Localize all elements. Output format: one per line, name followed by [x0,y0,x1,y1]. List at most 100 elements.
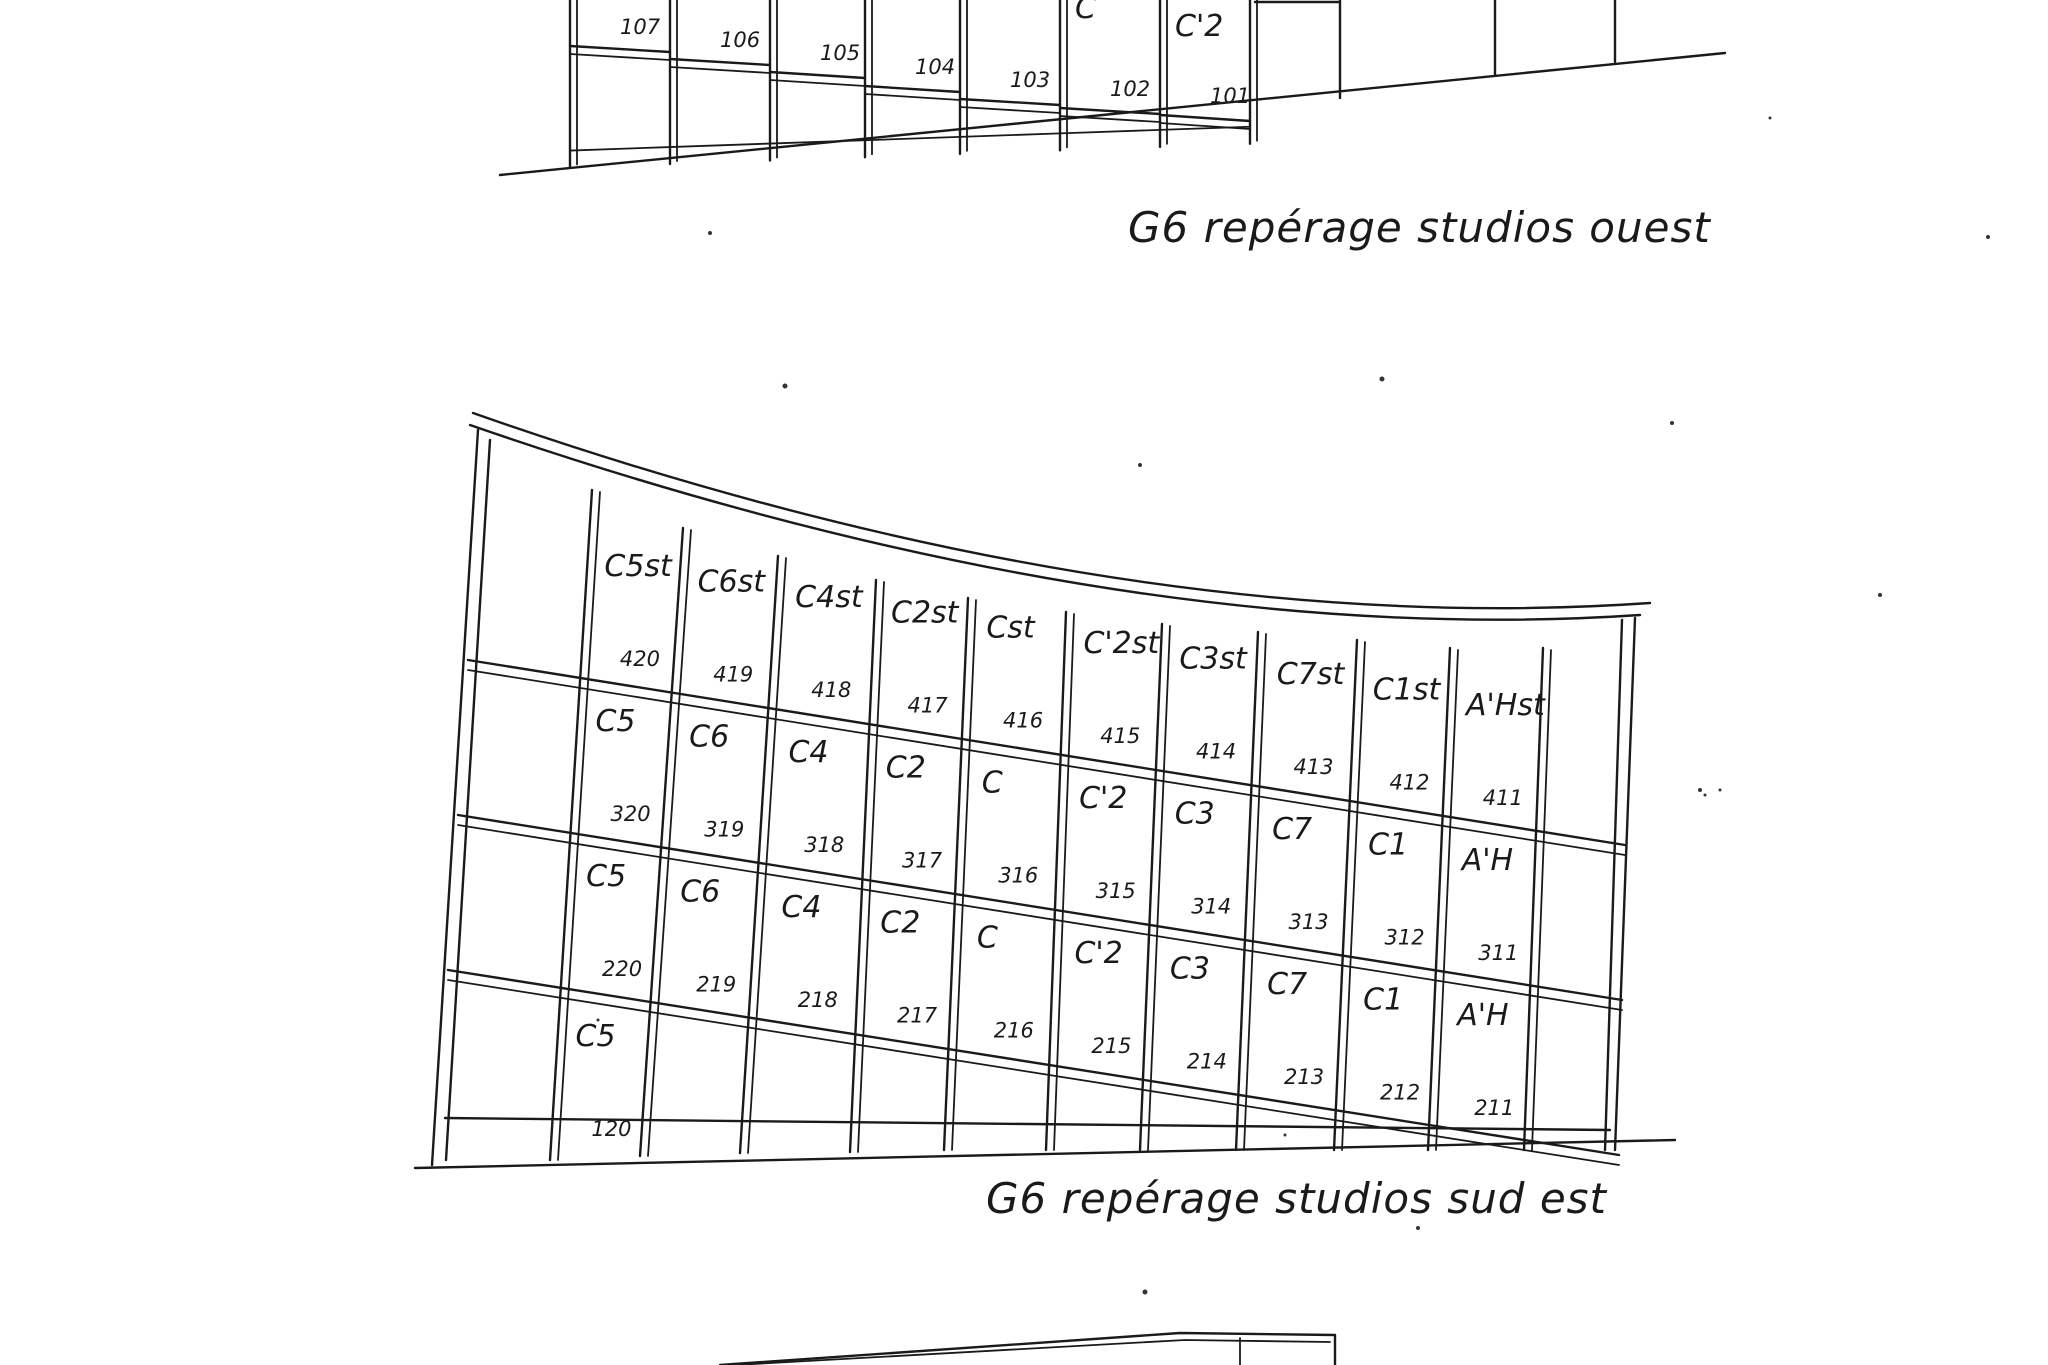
se-studio-code: C6 [689,719,729,754]
west-sill [1059,128,1161,135]
west-right-block [1253,0,1342,100]
se-mullion [548,488,594,1162]
se-right-edge [1613,616,1637,1152]
se-mullion-inner [557,491,601,1161]
se-floor-2-1-inner [447,979,1620,1166]
se-studio-code: C [977,921,998,956]
west-sill [1159,125,1251,131]
se-right-edge-inner [1603,618,1624,1152]
west-transom-inner [669,66,771,74]
se-left-edge-inner [444,438,492,1162]
se-studio-number: 419 [713,662,753,686]
se-mullion [848,578,878,1154]
se-studio-number: 415 [1100,724,1140,748]
west-studio-number: 104 [915,55,955,79]
se-studio-code: C4 [781,890,821,925]
se-left-edge [430,428,480,1167]
west-transom [1058,106,1162,116]
se-studio-code: C4st [795,580,864,615]
se-studio-number: 218 [798,988,838,1012]
se-mullion-inner [1147,625,1171,1151]
caption-west: G6 repérage studios ouest [1128,203,1711,252]
se-mullion-inner [1053,613,1075,1151]
se-studio-code: C5 [586,859,626,894]
se-studio-code: C5st [604,549,673,584]
se-studio-code: A'Hst [1464,688,1546,723]
se-studio-number: 417 [908,693,949,717]
se-studio-number: 215 [1091,1034,1131,1058]
se-studio-code: C1st [1373,673,1442,708]
west-studio-number: 102 [1110,77,1150,101]
se-mullion [942,596,970,1152]
west-transom-inner [864,93,961,101]
west-studio-number: 103 [1010,68,1050,92]
se-studio-code: C6st [698,564,767,599]
se-floor-4-3 [466,658,1627,847]
se-mullion-inner [647,529,692,1157]
se-studio-code: C6 [680,874,720,909]
se-mullion [1522,646,1545,1152]
se-mullion-inner [1341,641,1366,1151]
se-studio-code: C2 [880,905,920,940]
se-studio-number: 319 [704,817,744,841]
west-studio-code: C [1075,0,1096,26]
se-studio-code: C2st [891,595,960,630]
se-studio-code: C3 [1170,952,1210,987]
se-studio-code: C7 [1272,812,1312,847]
west-sill [959,132,1061,138]
se-studio-number: 313 [1289,910,1329,934]
se-mullion [1426,646,1452,1152]
southeast-ground-line [413,1138,1677,1170]
se-mullion [738,554,780,1155]
se-studio-code: C2 [886,750,926,785]
se-studio-number: 413 [1293,755,1333,779]
west-transom [958,97,1062,107]
west-transom [1158,113,1252,123]
bottom-facade-inner-line [734,1339,1331,1365]
se-studio-number: 416 [1003,709,1043,733]
se-studio-code: A'H [1455,998,1508,1033]
se-studio-number: 320 [611,802,651,826]
west-transom [668,57,772,67]
se-mullion-inner [1435,649,1459,1151]
southeast-roof-inner-curve [468,423,1642,621]
se-studio-number: 120 [591,1117,631,1141]
west-sill [569,146,671,152]
se-mullion-inner [857,581,885,1153]
se-studio-number: 316 [998,864,1038,888]
se-mullion [638,526,685,1158]
se-studio-code: C1 [1368,828,1408,863]
west-transom-inner [959,106,1061,114]
west-studio-number: 101 [1210,84,1250,108]
se-studio-code: A'H [1460,843,1513,878]
bottom-facade-outline [718,1331,1337,1365]
se-mullion-inner [1243,633,1267,1151]
west-transom [768,70,867,80]
se-studio-number: 317 [902,848,943,872]
west-transom-inner [1059,115,1161,123]
se-studio-code: C3 [1175,797,1215,832]
se-floor-3-2 [456,813,1624,1002]
caption-southeast: G6 repérage studios sud est [986,1174,1608,1223]
se-studio-number: 414 [1196,740,1236,764]
se-floor-3-2-inner [457,824,1623,1011]
se-mullion [1138,622,1164,1152]
scan-specks [596,116,1990,1295]
se-studio-number: 213 [1284,1065,1324,1089]
se-studio-number: 211 [1474,1096,1514,1120]
west-studio-number: 105 [820,41,860,65]
se-mullion-inner [951,599,977,1151]
west-transom-inner [769,79,866,87]
southeast-roof-curve [471,411,1652,610]
se-floor-4-3-inner [467,669,1626,856]
se-studio-code: Cst [986,611,1036,646]
se-studio-code: C3st [1179,642,1248,677]
west-facade-grid [568,0,1617,169]
southeast-facade-grid [430,428,1637,1167]
west-sill [769,139,866,145]
se-studio-code: C5 [595,704,635,739]
se-studio-number: 214 [1187,1050,1227,1074]
se-studio-number: 312 [1385,926,1425,950]
